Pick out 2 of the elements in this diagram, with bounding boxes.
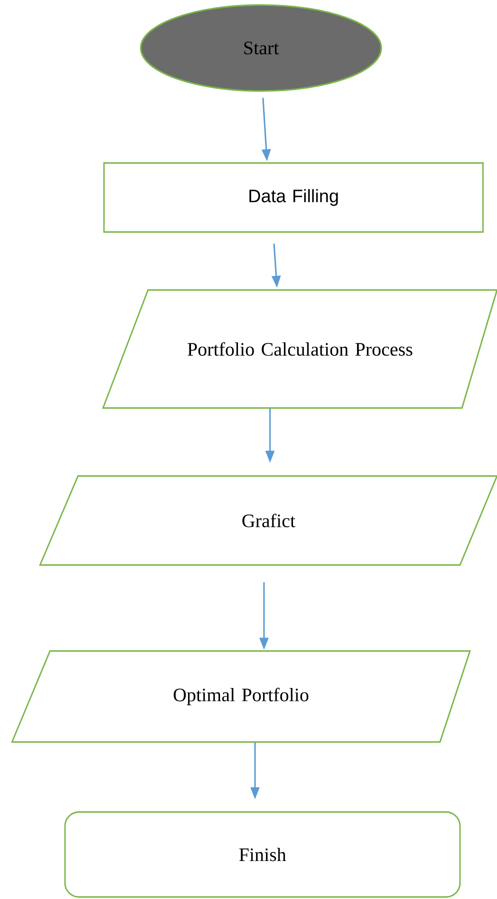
- terminal-box: Finish: [64, 811, 461, 898]
- process-box: Data Filling: [103, 162, 484, 233]
